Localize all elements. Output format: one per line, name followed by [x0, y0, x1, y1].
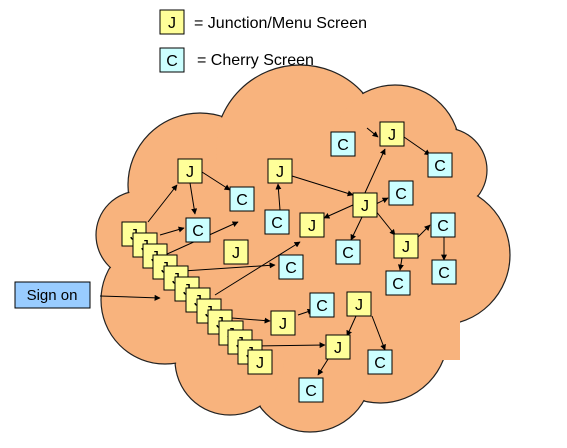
junction-screen-6-box [379, 121, 405, 147]
junction-screen-8-box [346, 291, 372, 317]
cherry-screen-11-letter: C [392, 276, 404, 293]
junction-screen-3-letter: J [308, 218, 316, 235]
cherry-screen-10: C [431, 259, 457, 285]
junction-screen-1-letter: J [186, 164, 194, 181]
legend-junction-letter: J [168, 15, 176, 32]
junction-screen-7-box [393, 233, 419, 259]
cherry-screen-2-letter: C [192, 223, 204, 240]
sign-on: Sign on [14, 281, 161, 309]
junction-screen-3: J [299, 212, 325, 238]
cherry-screen-3: C [264, 209, 290, 235]
legend-junction-label: = Junction/Menu Screen [194, 15, 367, 32]
legend-cherry: C = Cherry Screen [159, 47, 314, 73]
cherry-screen-3-letter: C [271, 215, 283, 232]
junction-screen-3-box [299, 212, 325, 238]
junction-screen-9: J [270, 310, 296, 336]
cherry-screen-7-letter: C [337, 137, 349, 154]
cherry-screen-11-box [385, 270, 411, 296]
cherry-screen-9-letter: C [437, 218, 449, 235]
cherry-screen-14: C [298, 377, 324, 403]
cherry-screen-5-box [335, 239, 361, 265]
sign-on-box [14, 281, 91, 309]
junction-screen-7: J [393, 233, 419, 259]
cherry-screen-6-letter: C [395, 186, 407, 203]
cherry-screen-5: C [335, 239, 361, 265]
cherry-screen-10-box [431, 259, 457, 285]
cherry-screen-11: C [385, 270, 411, 296]
sign-on-label: Sign on [27, 287, 78, 304]
cherry-screen-5-letter: C [342, 245, 354, 262]
legend: J = Junction/Menu Screen C = Cherry Scre… [159, 9, 367, 73]
junction-screen-10-box [325, 334, 351, 360]
junction-screen-6-letter: J [388, 127, 396, 144]
junction-screen-8: J [346, 291, 372, 317]
legend-junction-box [159, 9, 185, 35]
connectors [147, 127, 447, 376]
sign-on-arrow [99, 294, 161, 301]
cherry-screen-2: C [185, 217, 211, 243]
junction-screen-4-letter: J [232, 245, 240, 262]
cherry-screen-14-letter: C [305, 383, 317, 400]
junction-screen-5: J [352, 192, 378, 218]
screen-boxes: JJJJJJJJJJJJJJJJJJJJJJJCCCCCCCCCCCCCC [121, 121, 457, 403]
junction-screen-2: J [267, 158, 293, 184]
cherry-screen-2-box [185, 217, 211, 243]
junction-screen-10-letter: J [334, 340, 342, 357]
junction-screen-1: J [177, 158, 203, 184]
junction-screen-2-letter: J [276, 164, 284, 181]
cherry-screen-12-letter: C [316, 298, 328, 315]
cherry-screen-12-box [309, 292, 335, 318]
legend-cherry-box [159, 47, 185, 73]
cherry-screen-4-box [278, 254, 304, 280]
junction-screen-2-box [267, 158, 293, 184]
cherry-screen-9-box [430, 212, 456, 238]
junction-screen-8-letter: J [355, 297, 363, 314]
cherry-screen-1: C [229, 186, 255, 212]
junction-screen-7-letter: J [402, 239, 410, 256]
cherry-screen-6-box [388, 180, 414, 206]
cherry-screen-7-box [330, 131, 356, 157]
legend-junction: J = Junction/Menu Screen [159, 9, 367, 35]
legend-cherry-label: = Cherry Screen [197, 52, 314, 69]
legend-cherry-letter: C [166, 53, 178, 70]
cherry-screen-1-letter: C [236, 192, 248, 209]
stack-junction-screen-tail-3: J [247, 349, 273, 375]
cherry-screen-8-box [427, 152, 453, 178]
cherry-screen-8: C [427, 152, 453, 178]
cherry-screen-4: C [278, 254, 304, 280]
cherry-screen-13-box [367, 349, 393, 375]
cherry-screen-4-letter: C [285, 260, 297, 277]
cherry-screen-1-box [229, 186, 255, 212]
junction-screen-4: J [223, 239, 249, 265]
cherry-screen-3-box [264, 209, 290, 235]
stack-junction-screen-tail-3-letter: J [256, 355, 264, 372]
stack-junction-screen-tail-3-box [247, 349, 273, 375]
cherry-screen-13-letter: C [374, 355, 386, 372]
cherry-screen-7: C [330, 131, 356, 157]
junction-screen-6: J [379, 121, 405, 147]
junction-screen-9-letter: J [279, 316, 287, 333]
cherry-screen-10-letter: C [438, 265, 450, 282]
junction-screen-1-box [177, 158, 203, 184]
cherry-screen-13: C [367, 349, 393, 375]
junction-screen-5-box [352, 192, 378, 218]
junction-screen-9-box [270, 310, 296, 336]
cherry-screen-9: C [430, 212, 456, 238]
junction-screen-4-box [223, 239, 249, 265]
junction-screen-10: J [325, 334, 351, 360]
cherry-screen-6: C [388, 180, 414, 206]
cherry-screen-12: C [309, 292, 335, 318]
cherry-screen-8-letter: C [434, 158, 446, 175]
junction-screen-5-letter: J [361, 198, 369, 215]
cherry-screen-14-box [298, 377, 324, 403]
